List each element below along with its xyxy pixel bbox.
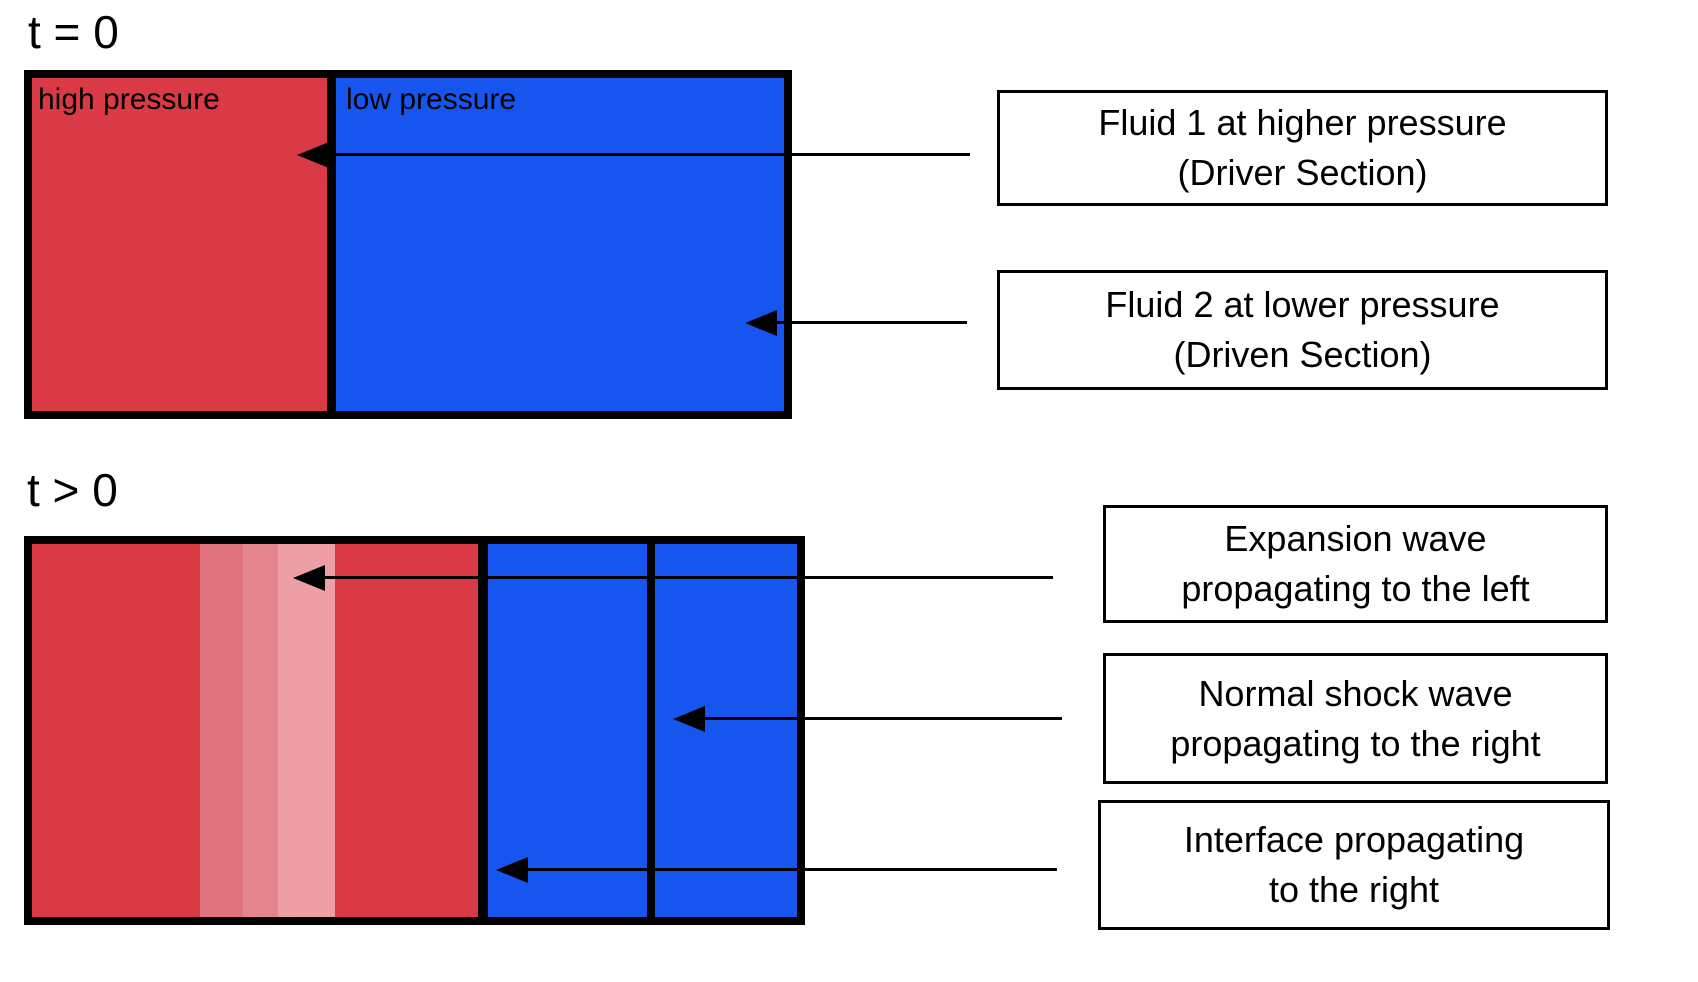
left-arrowhead-icon	[673, 706, 705, 732]
shock-wave-line	[647, 544, 655, 917]
expansion-fan-band-2	[243, 544, 278, 917]
expansion-fan-band-3	[278, 544, 335, 917]
callout-expansion: Expansion wave propagating to the left	[1103, 505, 1608, 623]
callout-fluid1-line1: Fluid 1 at higher pressure	[1098, 102, 1507, 143]
time-label-initial: t = 0	[28, 6, 119, 58]
left-arrowhead-icon	[293, 565, 325, 591]
arrow-line-interface	[526, 868, 1057, 871]
arrow-line-expansion	[323, 576, 1053, 579]
callout-shock-line2: propagating to the right	[1170, 722, 1541, 764]
callout-fluid2: Fluid 2 at lower pressure (Driven Sectio…	[997, 270, 1608, 390]
tube-later	[24, 536, 805, 925]
driven-section-region	[336, 78, 784, 411]
left-arrowhead-icon	[496, 857, 528, 883]
callout-fluid1: Fluid 1 at higher pressure (Driver Secti…	[997, 90, 1608, 206]
callout-interface: Interface propagating to the right	[1098, 800, 1610, 930]
arrow-line-shock	[703, 717, 1062, 720]
callout-fluid1-line2: (Driver Section)	[1177, 152, 1428, 193]
callout-expansion-line2: propagating to the left	[1181, 568, 1530, 609]
left-arrowhead-icon	[297, 142, 329, 168]
shocked-gas-region	[488, 544, 647, 917]
time-label-later: t > 0	[27, 464, 118, 516]
tube-initial: high pressure low pressure	[24, 70, 792, 419]
callout-expansion-line1: Expansion wave	[1224, 518, 1487, 559]
arrow-line-fluid2	[775, 321, 967, 324]
interface-line	[478, 544, 488, 917]
high-pressure-label: high pressure	[38, 83, 220, 116]
callout-fluid2-line1: Fluid 2 at lower pressure	[1105, 284, 1500, 325]
arrow-line-fluid1	[327, 153, 970, 156]
callout-interface-line1: Interface propagating	[1183, 819, 1525, 860]
left-arrowhead-icon	[745, 310, 777, 336]
callout-interface-line2: to the right	[1268, 869, 1440, 910]
callout-shock: Normal shock wave propagating to the rig…	[1103, 653, 1608, 784]
diaphragm-divider	[327, 78, 336, 411]
expansion-fan-band-1	[200, 544, 243, 917]
high-pressure-region-left	[32, 544, 200, 917]
expanded-driver-gas-region	[335, 544, 478, 917]
callout-shock-line1: Normal shock wave	[1198, 672, 1513, 714]
callout-fluid2-line2: (Driven Section)	[1173, 334, 1432, 375]
low-pressure-label: low pressure	[346, 83, 517, 116]
driver-section-region	[32, 78, 327, 411]
